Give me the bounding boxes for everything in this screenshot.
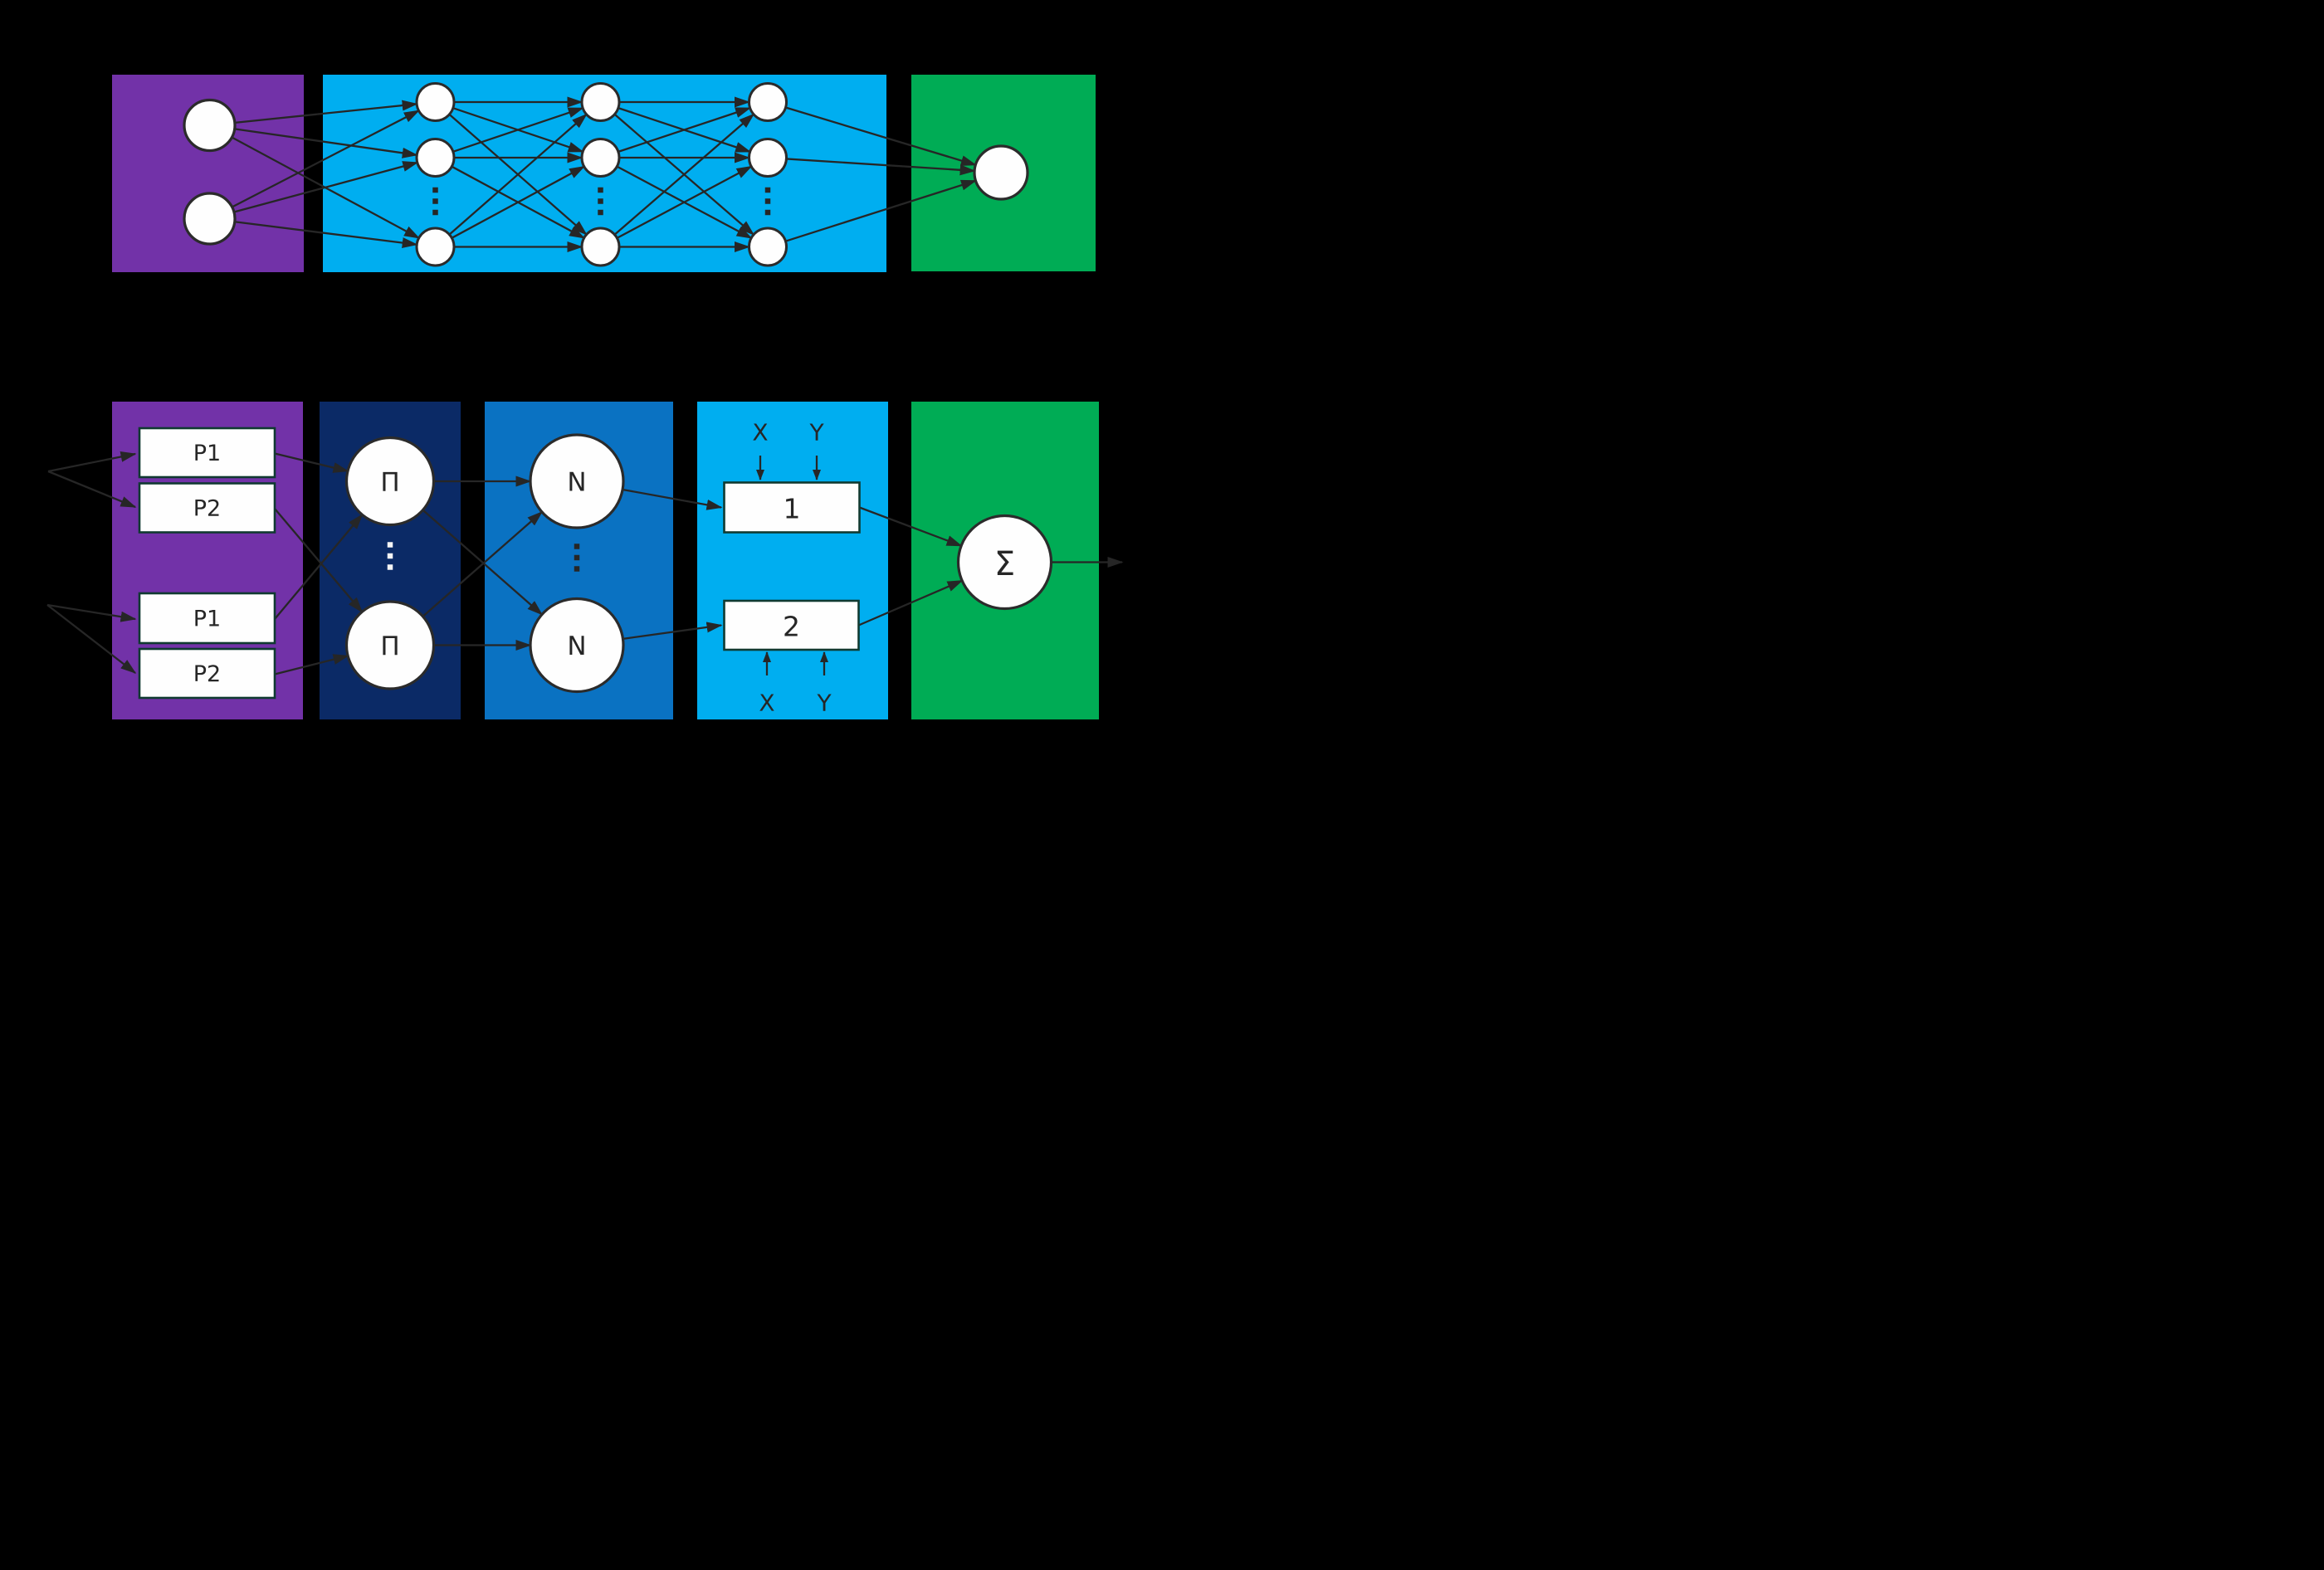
top-hidden-node-3-2 <box>748 138 788 178</box>
top-hidden-node-1-2 <box>415 138 456 178</box>
edge-arrow <box>616 165 753 239</box>
top-hidden-node-1-1 <box>415 82 456 122</box>
product-node-1 <box>344 436 436 527</box>
product-node-label-1: Π <box>380 468 399 498</box>
ellipsis-dots <box>387 187 771 572</box>
edge-arrow <box>618 107 752 153</box>
ellipsis-dot <box>598 187 603 193</box>
membership-label-p1-lower: P1 <box>193 607 221 632</box>
top-hidden-node-2-1 <box>580 82 621 122</box>
edge-arrow <box>274 654 349 675</box>
norm-node-label-1: N <box>567 468 586 498</box>
edge-arrow <box>234 128 418 158</box>
edge-arrow <box>46 604 137 674</box>
ellipsis-dot <box>574 554 580 561</box>
edge-arrow <box>233 161 419 213</box>
consequent-input-y-bottom: Y <box>816 690 832 717</box>
ellipsis-dot <box>764 198 771 204</box>
product-node-label-2: Π <box>380 631 399 661</box>
labels: P1 P2 P1 P2 Π Π N N 1 2 X Y X Y Σ <box>193 419 1015 717</box>
edge-arrow <box>448 113 588 236</box>
edge-arrow <box>622 622 723 640</box>
membership-box-p2-upper <box>138 482 276 534</box>
edge-arrow <box>452 107 584 153</box>
edge-arrow <box>274 514 364 620</box>
edge-arrow <box>622 488 723 510</box>
ellipsis-dot <box>387 553 393 559</box>
top-hidden-node-2-3 <box>580 227 621 267</box>
edge-arrow <box>422 510 544 617</box>
ellipsis-dot <box>432 198 438 204</box>
ellipsis-dot <box>764 187 771 193</box>
membership-box-p1-upper <box>138 427 276 479</box>
consequent-box-2 <box>723 599 860 651</box>
top-input-node-1 <box>183 98 237 153</box>
top-hidden-node-2-2 <box>580 138 621 178</box>
figure-canvas: P1 P2 P1 P2 Π Π N N 1 2 X Y X Y Σ <box>0 0 1162 785</box>
ellipsis-dot <box>598 198 603 204</box>
edge-arrow <box>46 603 137 622</box>
membership-box-p1-lower <box>138 592 276 645</box>
edge-arrow <box>274 452 349 473</box>
membership-box-p2-lower <box>138 647 276 700</box>
edge-arrow <box>859 506 963 547</box>
edge-arrow <box>785 179 977 242</box>
norm-node-label-2: N <box>567 631 586 661</box>
consequent-box-label-2: 2 <box>783 611 800 643</box>
consequent-input-y-top: Y <box>808 419 824 446</box>
edge-arrow <box>451 165 586 239</box>
consequent-input-x-bottom: X <box>759 690 774 717</box>
product-node-2 <box>344 600 436 690</box>
ellipsis-dot <box>764 209 771 216</box>
ellipsis-dot <box>387 542 393 548</box>
sum-node <box>956 514 1053 611</box>
ellipsis-dot <box>574 544 580 549</box>
ellipsis-dot <box>432 209 438 216</box>
edge-arrow <box>274 508 364 613</box>
edge-arrow <box>47 451 137 473</box>
edges <box>46 96 1124 675</box>
top-input-node-2 <box>183 192 237 246</box>
membership-label-p1-upper: P1 <box>193 441 221 466</box>
nodes <box>138 98 1053 700</box>
norm-node-1 <box>529 433 625 529</box>
membership-label-p2-upper: P2 <box>193 496 221 522</box>
top-hidden-node-1-3 <box>415 227 456 267</box>
edge-arrow <box>422 509 544 616</box>
ellipsis-dot <box>387 564 393 570</box>
edge-arrow <box>47 470 137 509</box>
top-output-node <box>973 144 1029 201</box>
ellipsis-dot <box>432 187 438 193</box>
edge-arrow <box>234 221 418 248</box>
edge-arrow <box>858 579 964 627</box>
ellipsis-dot <box>574 566 580 572</box>
ellipsis-dot <box>598 209 603 216</box>
consequent-box-label-1: 1 <box>784 493 801 525</box>
top-hidden-node-3-1 <box>748 82 788 122</box>
edge-arrow <box>234 100 418 124</box>
consequent-box-1 <box>723 481 861 534</box>
bottom-consequent-layer-box <box>697 402 888 719</box>
top-hidden-node-3-3 <box>748 227 788 267</box>
edge-arrow <box>785 106 977 166</box>
consequent-input-x-top: X <box>752 419 768 446</box>
membership-label-p2-lower: P2 <box>193 661 221 687</box>
top-hidden-nodes <box>415 82 788 267</box>
edge-arrow <box>613 113 755 236</box>
sum-node-label: Σ <box>994 545 1015 583</box>
norm-node-2 <box>529 597 625 694</box>
edge-arrow <box>786 158 976 176</box>
edge-arrow <box>232 110 420 208</box>
